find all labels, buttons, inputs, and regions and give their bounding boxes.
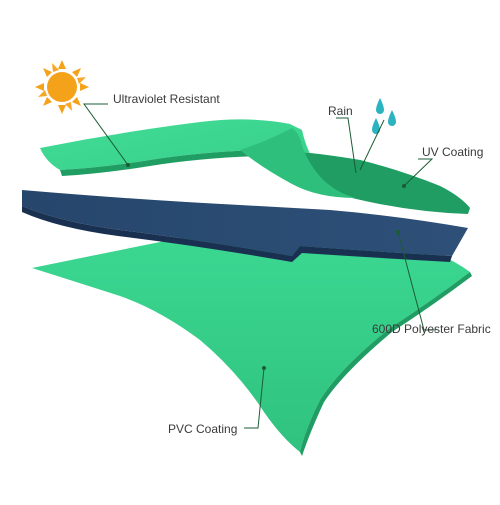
label-polyester-fabric: 600D Polyester Fabric [372, 322, 491, 336]
label-rain: Rain [328, 104, 353, 118]
leader-lines [83, 103, 436, 429]
uv-coating-layer [40, 119, 470, 214]
marker-pvc [262, 366, 266, 370]
marker-polyester [396, 230, 400, 234]
marker-uv-coating [402, 184, 406, 188]
marker-ultraviolet [126, 163, 130, 167]
pvc-coating-layer [32, 234, 472, 456]
label-uv-coating: UV Coating [422, 145, 484, 159]
leader-rain-drops [359, 119, 385, 171]
label-pvc-coating: PVC Coating [168, 422, 238, 436]
leader-uv-coating [403, 158, 434, 187]
leader-ultraviolet [83, 103, 129, 166]
leader-rain [336, 117, 357, 174]
leader-polyester [397, 231, 436, 331]
sun-icon [35, 60, 89, 114]
raindrops-icon [372, 98, 396, 134]
leader-pvc [244, 367, 265, 429]
label-ultraviolet-resistant: Ultraviolet Resistant [113, 92, 220, 106]
polyester-fabric-layer [22, 190, 468, 262]
